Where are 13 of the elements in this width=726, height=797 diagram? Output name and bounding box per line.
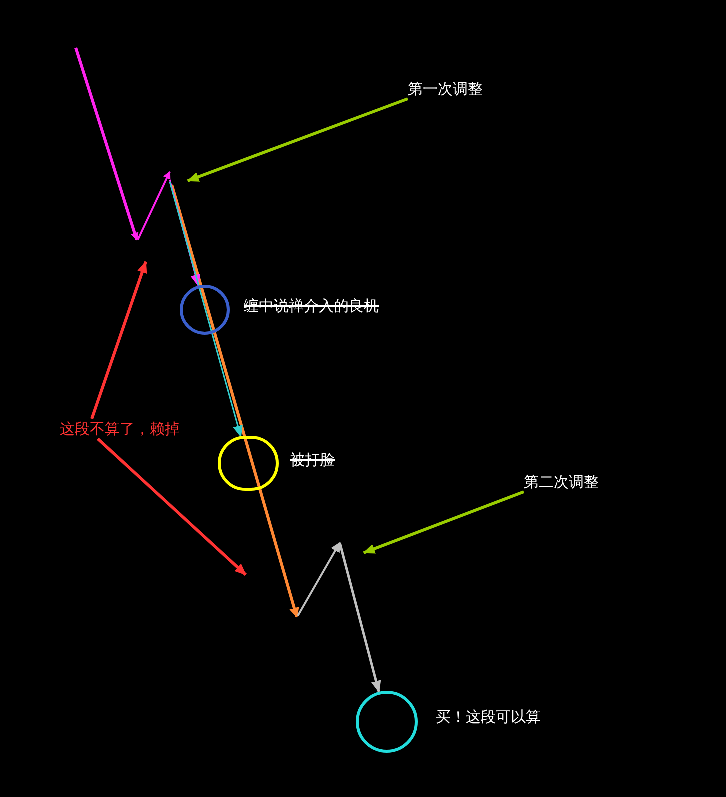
annotation-text: 第二次调整 [524, 472, 599, 492]
arrow [169, 182, 243, 438]
annotation-text: 买！这段可以算 [436, 707, 541, 727]
arrow [338, 542, 382, 693]
annotation-text: 被打脸 [290, 450, 335, 470]
arrow [187, 98, 409, 182]
arrow [363, 490, 525, 554]
annotation-text: 缠中说禅介入的良机 [244, 296, 379, 316]
annotation-text: 这段不算了，赖掉 [60, 419, 180, 439]
annotation-text: 第一次调整 [408, 79, 483, 99]
arrow [90, 261, 148, 420]
arrow [169, 180, 200, 287]
arrow [96, 438, 248, 576]
